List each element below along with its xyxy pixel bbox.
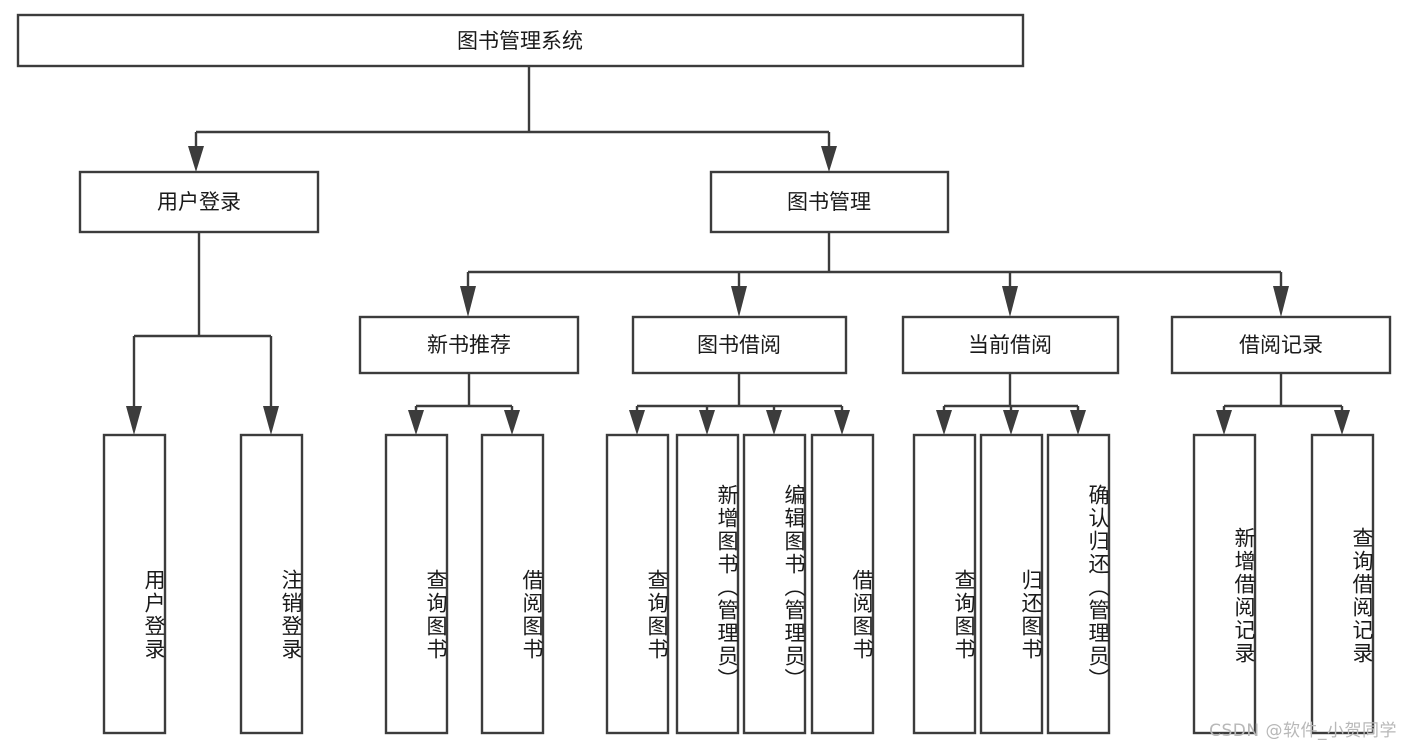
node-borrow-record-label: 借阅记录 (1239, 333, 1323, 357)
leaf-box-cb-confirm-return[interactable] (1046, 433, 1111, 735)
arrowhead-level2-1 (188, 146, 204, 172)
leaf-box-cb-query-book[interactable] (912, 433, 977, 735)
node-book-borrow-box[interactable] (631, 315, 848, 375)
arrowhead-userlogin-1 (126, 406, 142, 435)
leaf-box-user-login[interactable] (102, 433, 167, 735)
leaf-box-user-logout[interactable] (239, 433, 304, 735)
node-borrow-record-box[interactable] (1170, 315, 1392, 375)
leaf-box-bb-edit-book[interactable] (742, 433, 807, 735)
arrowhead-currentborrow-3 (1070, 410, 1086, 435)
arrowhead-borrowrecord-1 (1216, 410, 1232, 435)
arrowhead-borrowrecord-2 (1334, 410, 1350, 435)
arrowhead-newbook-2 (504, 410, 520, 435)
node-book-management-box[interactable] (709, 170, 950, 234)
node-current-borrow-label: 当前借阅 (968, 333, 1052, 357)
arrowhead-bookborrow-3 (766, 410, 782, 435)
arrowhead-currentborrow-1 (936, 410, 952, 435)
arrowhead-bookborrow-2 (699, 410, 715, 435)
arrowhead-level3-3 (1002, 286, 1018, 317)
leaf-box-bb-borrow-book[interactable] (810, 433, 875, 735)
leaf-box-bb-add-book[interactable] (675, 433, 740, 735)
arrowhead-level3-4 (1273, 286, 1289, 317)
node-new-book-recommend-box[interactable] (358, 315, 580, 375)
arrowhead-level2-2 (821, 146, 837, 172)
watermark-text: CSDN @软件_小贺同学 (1209, 721, 1397, 741)
node-root-label: 图书管理系统 (457, 29, 583, 53)
leaf-box-cb-return-book[interactable] (979, 433, 1044, 735)
node-current-borrow-box[interactable] (901, 315, 1120, 375)
node-new-book-recommend-label: 新书推荐 (427, 333, 511, 357)
leaf-box-nb-query-book[interactable] (384, 433, 449, 735)
node-book-borrow-label: 图书借阅 (697, 333, 781, 357)
leaf-box-br-query-record[interactable] (1310, 433, 1375, 735)
arrowhead-level3-1 (460, 286, 476, 317)
arrowhead-currentborrow-2 (1003, 410, 1019, 435)
arrowhead-level3-2 (731, 286, 747, 317)
leaf-box-br-add-record[interactable] (1192, 433, 1257, 735)
leaf-box-bb-query-book[interactable] (605, 433, 670, 735)
arrowhead-userlogin-2 (263, 406, 279, 435)
arrowhead-newbook-1 (408, 410, 424, 435)
node-root-box[interactable] (16, 13, 1025, 68)
leaf-box-nb-borrow-book[interactable] (480, 433, 545, 735)
arrowhead-bookborrow-4 (834, 410, 850, 435)
node-user-login-label: 用户登录 (157, 190, 241, 214)
arrowhead-bookborrow-1 (629, 410, 645, 435)
node-book-management-label: 图书管理 (787, 190, 871, 214)
